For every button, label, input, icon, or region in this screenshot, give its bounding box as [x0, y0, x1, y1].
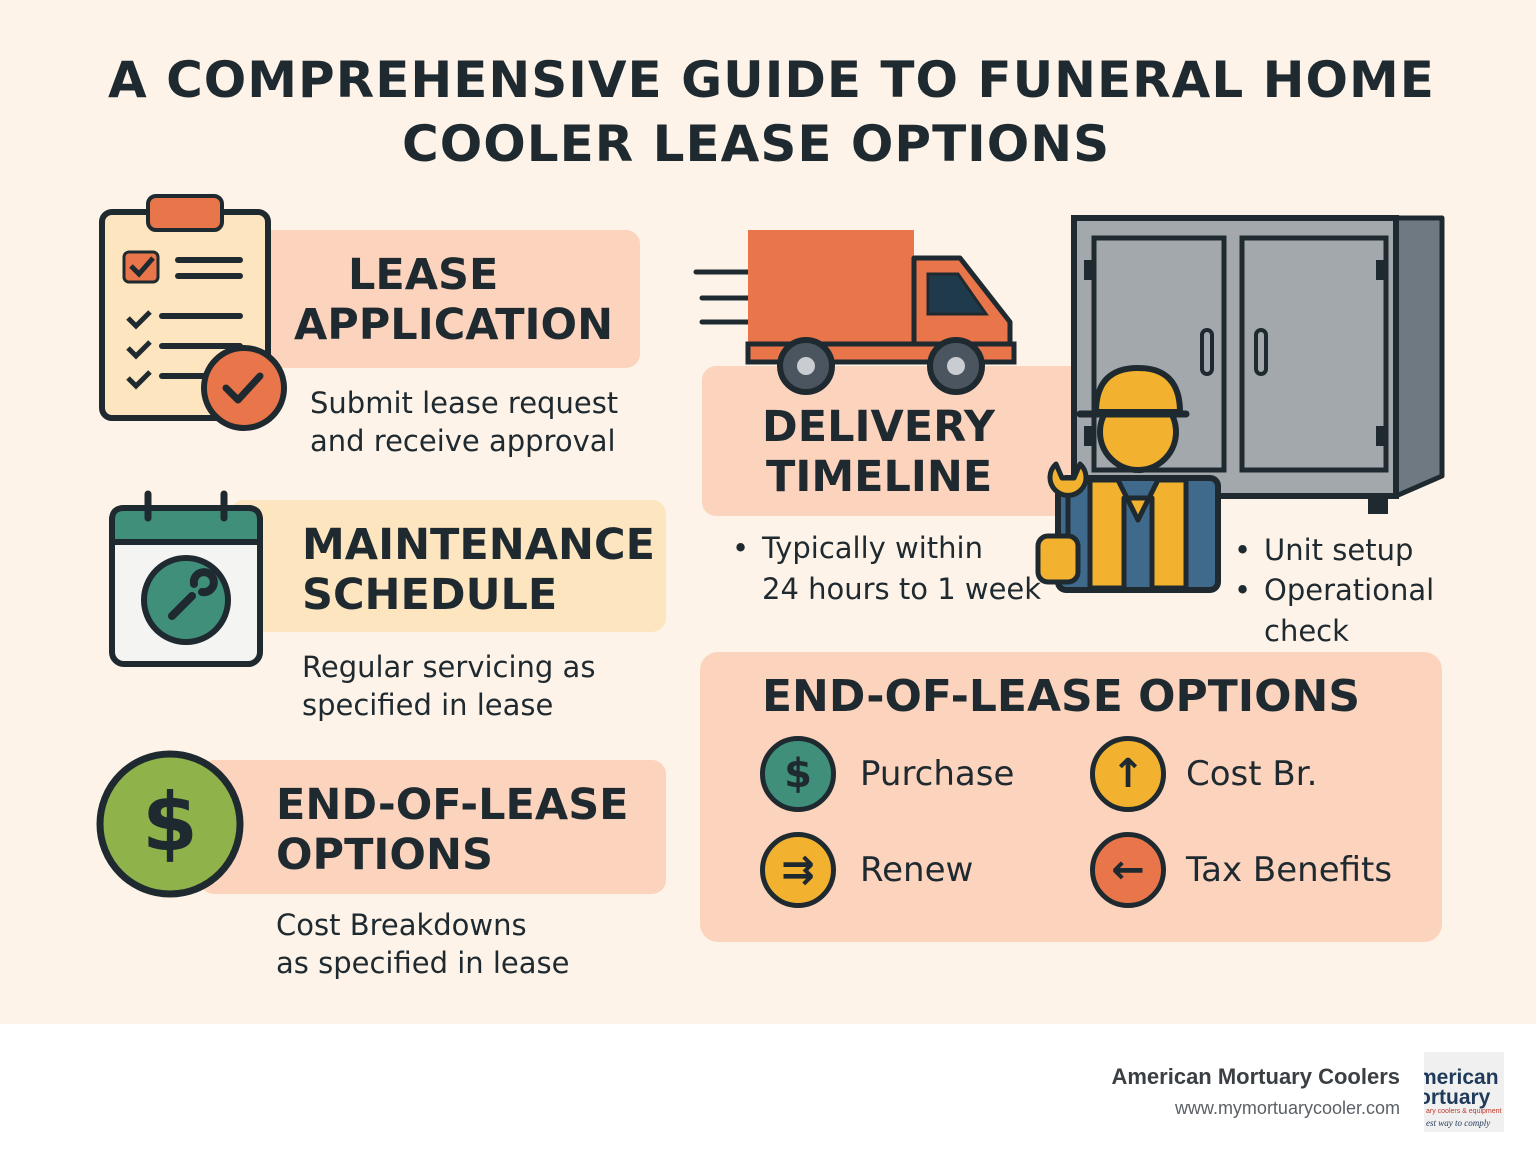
svg-text:$: $	[142, 776, 198, 869]
application-heading-line1: LEASE	[348, 250, 499, 300]
title-line2: COOLER LEASE OPTIONS	[402, 115, 1111, 173]
brand-url[interactable]: www.mymortuarycooler.com	[1174, 1098, 1400, 1118]
delivery-heading-line2: TIMELINE	[766, 452, 993, 502]
option-tax-label: Tax Benefits	[1186, 850, 1393, 890]
delivery-truck-icon	[693, 230, 1017, 395]
delivery-bullet-1: Typically within	[732, 528, 983, 568]
dollar-icon: $	[760, 736, 836, 812]
maintenance-heading-line2: SCHEDULE	[302, 570, 558, 620]
end-lease-heading-line1: END-OF-LEASE	[276, 780, 629, 830]
maintenance-heading-line1: MAINTENANCE	[302, 520, 655, 570]
application-heading-line2: APPLICATION	[294, 300, 614, 350]
delivery-bullet-3-cont: check	[1264, 614, 1349, 648]
double-arrow-right-icon: ⇉	[760, 832, 836, 908]
logo-text-4: est way to comply	[1426, 1118, 1491, 1128]
calendar-wrench-icon	[109, 490, 263, 667]
technician-icon	[1035, 364, 1221, 593]
maintenance-desc-line2: specified in lease	[302, 688, 554, 722]
brand-name: American Mortuary Coolers	[1111, 1064, 1400, 1089]
infographic-canvas: A COMPREHENSIVE GUIDE TO FUNERAL HOME CO…	[0, 0, 1536, 1024]
application-desc-line2: and receive approval	[310, 424, 616, 458]
delivery-band	[702, 366, 1082, 516]
logo-text-2: ortuary	[1424, 1086, 1491, 1109]
dollar-coin-icon: $	[96, 750, 244, 898]
end-lease-desc-line1: Cost Breakdowns	[276, 908, 527, 942]
title-line1: A COMPREHENSIVE GUIDE TO FUNERAL HOME	[108, 51, 1435, 109]
end-lease-band	[200, 760, 666, 894]
arrow-up-icon: ↑	[1090, 736, 1166, 812]
logo-text-3: ary coolers & equipment	[1426, 1108, 1502, 1115]
end-lease-heading-line2: OPTIONS	[276, 830, 493, 880]
option-renew-label: Renew	[860, 850, 974, 890]
option-cost-label: Cost Br.	[1186, 754, 1318, 794]
application-desc-line1: Submit lease request	[310, 386, 619, 420]
delivery-bullet-1-cont: 24 hours to 1 week	[762, 572, 1042, 606]
clipboard-checklist-icon	[99, 194, 287, 431]
delivery-bullet-3: Operational	[1234, 570, 1434, 610]
delivery-bullet-2: Unit setup	[1234, 530, 1413, 570]
delivery-heading-line1: DELIVERY	[762, 402, 996, 452]
brand-logo: merican ortuary ary coolers & equipment …	[1424, 1052, 1504, 1132]
arrow-left-icon: ←	[1090, 832, 1166, 908]
end-lease-desc-line2: as specified in lease	[276, 946, 570, 980]
logo-text-1: merican	[1424, 1066, 1499, 1089]
maintenance-desc-line1: Regular servicing as	[302, 650, 596, 684]
maintenance-band	[230, 500, 666, 632]
application-band	[230, 230, 640, 368]
option-purchase-label: Purchase	[860, 754, 1015, 794]
end-options-heading: END-OF-LEASE OPTIONS	[762, 671, 1361, 722]
